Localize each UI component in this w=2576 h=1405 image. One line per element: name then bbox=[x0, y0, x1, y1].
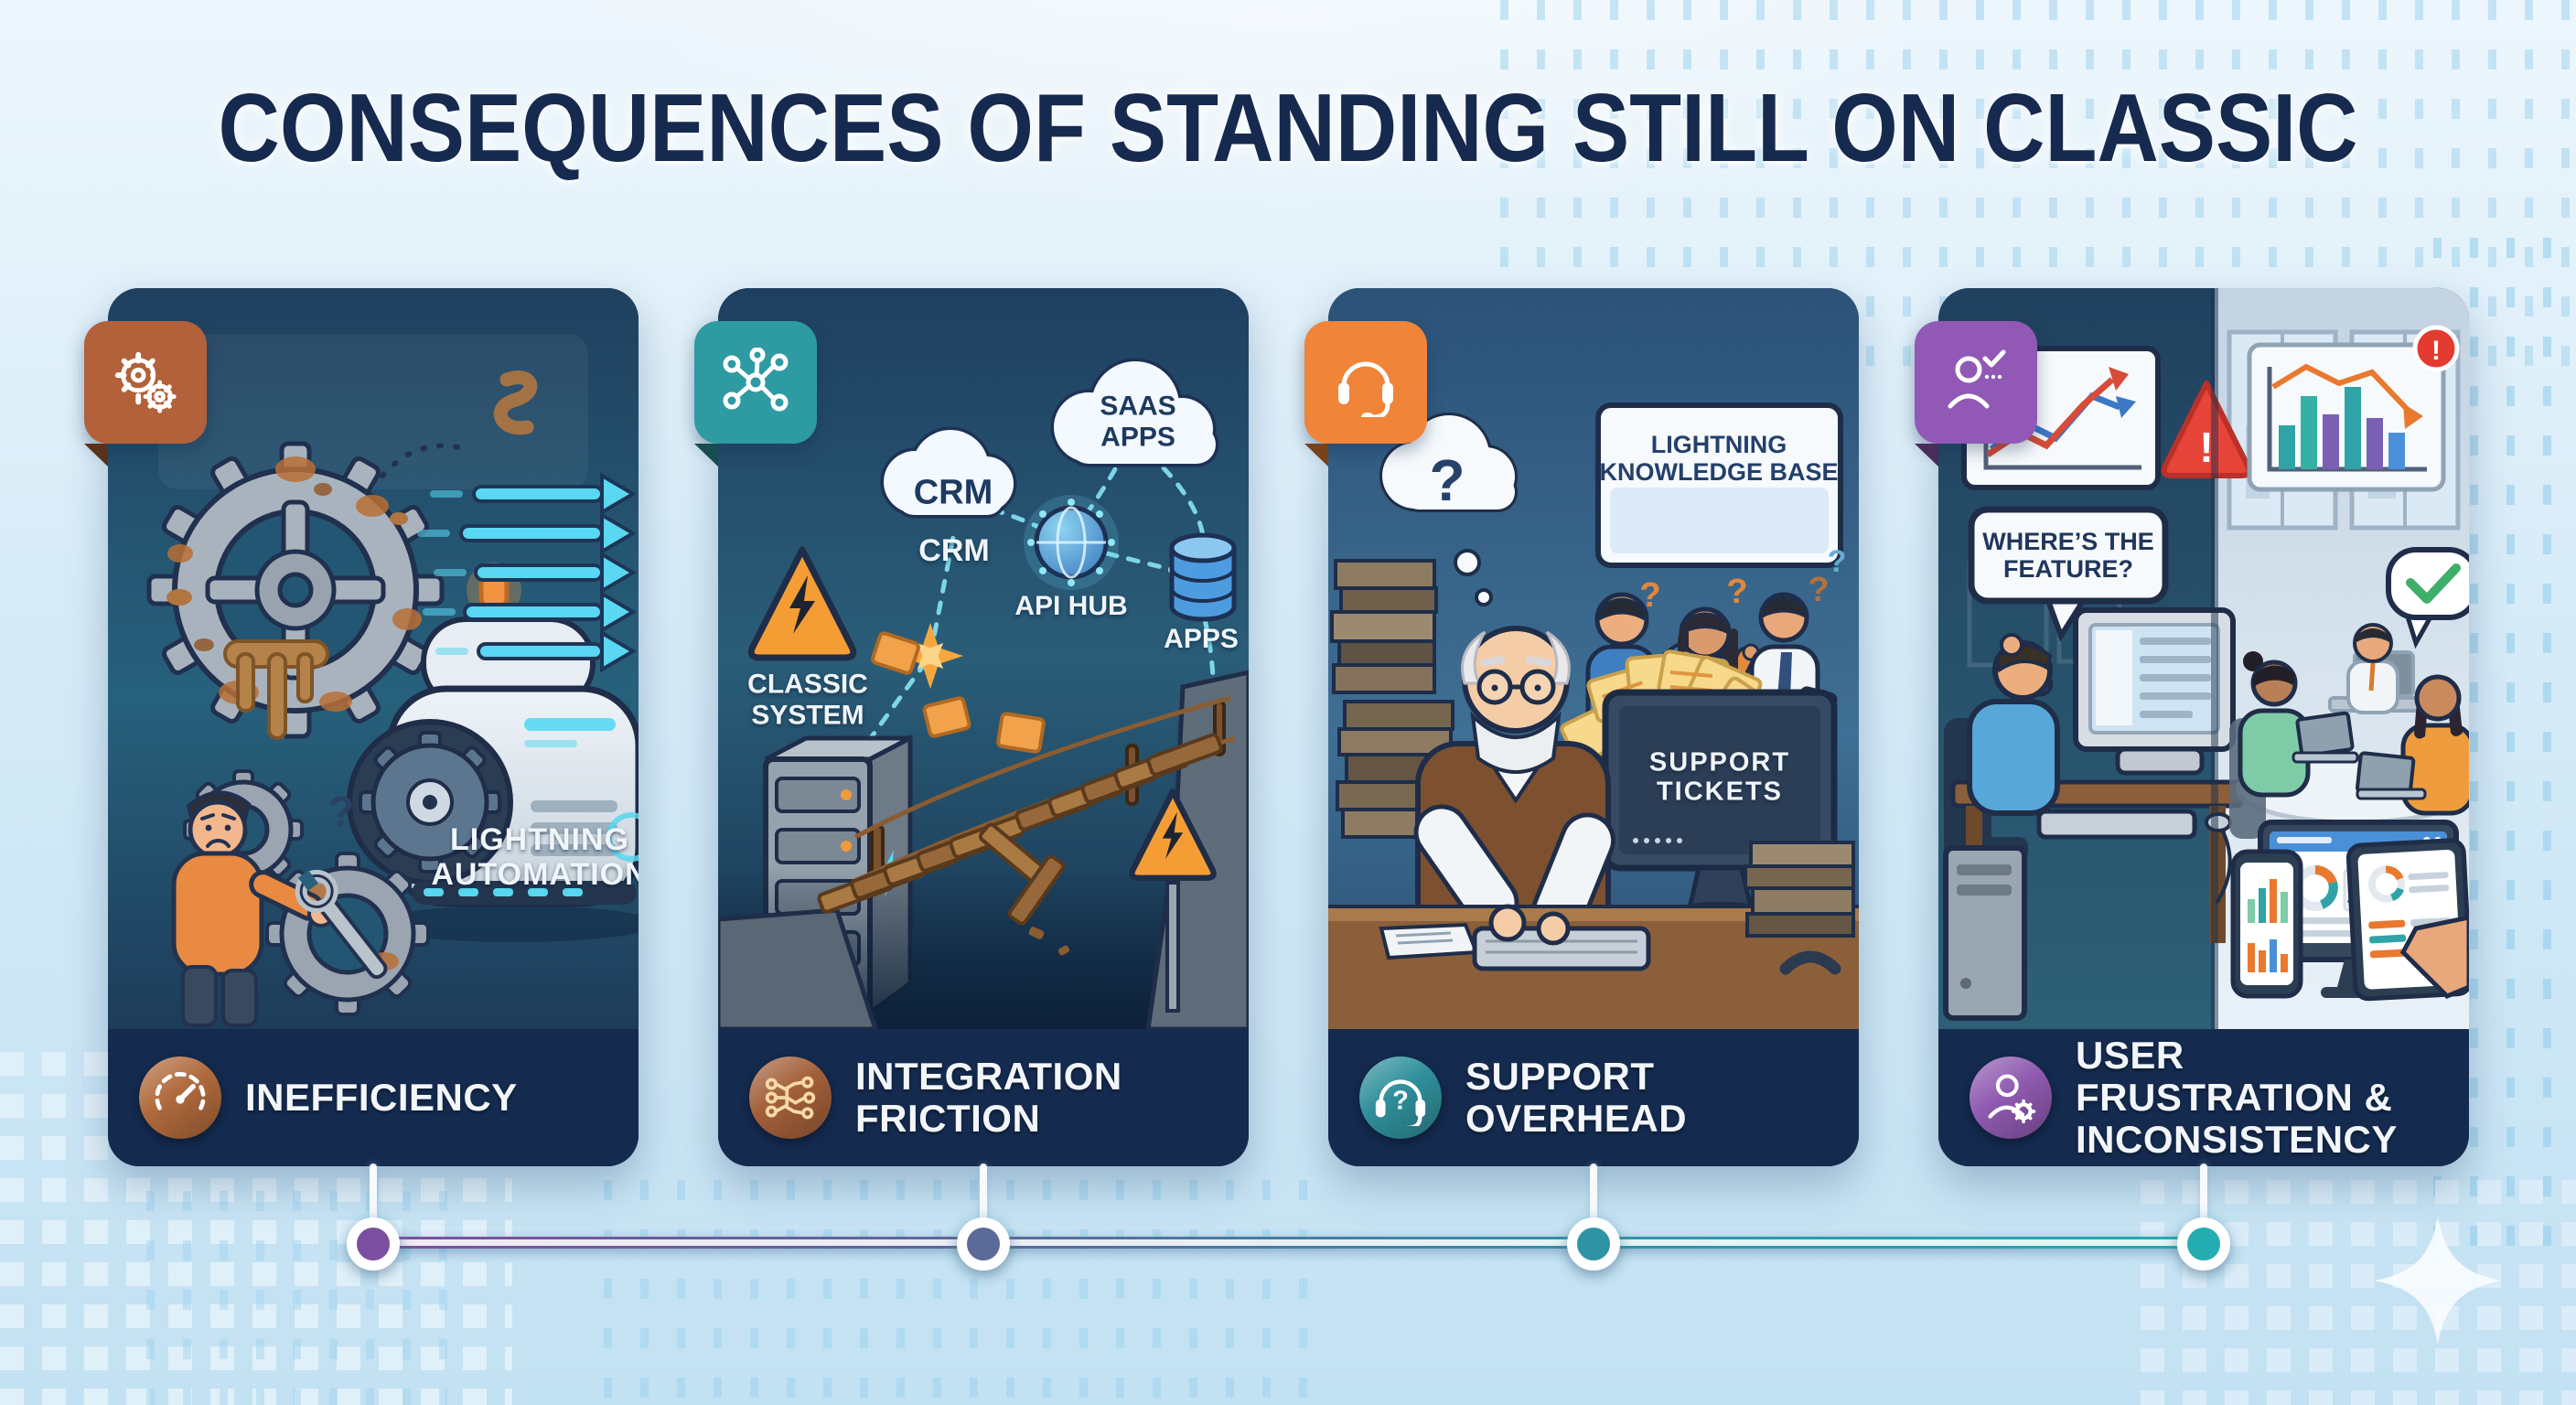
card-user-frustration: ! ! bbox=[1915, 288, 2469, 1166]
panel-label: SUPPORT OVERHEAD bbox=[1465, 1054, 1688, 1140]
saas-apps-label: SAAS APPS bbox=[1100, 391, 1176, 452]
headset-icon-badge bbox=[1304, 321, 1427, 467]
crm-caption: CRM bbox=[918, 532, 990, 568]
old-computer-tower bbox=[1943, 845, 2027, 1021]
elderly-support-agent bbox=[1413, 626, 1616, 957]
page-title: CONSEQUENCES OF STANDING STILL ON CLASSI… bbox=[218, 74, 2358, 182]
sparkle-icon bbox=[2374, 1217, 2502, 1345]
saas-cloud bbox=[1050, 358, 1219, 467]
network-icon bbox=[723, 348, 789, 412]
timeline-line bbox=[373, 1237, 2204, 1249]
timeline-connector bbox=[1590, 1164, 1597, 1248]
exclamation-mark: ! bbox=[2199, 424, 2213, 471]
crm-cloud-label: CRM bbox=[913, 473, 993, 512]
user-frustration-illustration: ! ! bbox=[1938, 288, 2469, 1029]
question-mark: ? bbox=[1639, 576, 1660, 615]
speedometer-icon bbox=[139, 1056, 221, 1139]
goo-drip bbox=[223, 639, 329, 740]
user-check-icon bbox=[1948, 349, 2006, 409]
support-tickets-screen-text: SUPPORT TICKETS bbox=[1648, 747, 1791, 807]
frustrated-user-desk bbox=[1944, 607, 2245, 943]
panel-label: INEFFICIENCY bbox=[245, 1075, 518, 1119]
panel-label: USER FRUSTRATION & INCONSISTENCY bbox=[2076, 1033, 2398, 1162]
happy-team bbox=[2229, 547, 2469, 839]
badge-fold bbox=[1304, 444, 1328, 467]
user-gear-icon bbox=[1970, 1056, 2052, 1139]
apps-database-icon bbox=[1169, 532, 1237, 622]
rusty-gear-large bbox=[146, 441, 445, 739]
question-mark: ? bbox=[1828, 544, 1847, 579]
exclamation-mark: ! bbox=[2431, 336, 2441, 366]
speed-arrows bbox=[417, 472, 637, 673]
card-inefficiency: ? LIGHTNING AUTOMATION INEFFICIENCY bbox=[84, 288, 639, 1166]
api-hub-globe bbox=[1024, 495, 1119, 590]
lightning-bar-chart bbox=[2247, 325, 2460, 492]
badge-fold bbox=[84, 444, 108, 467]
headset-icon bbox=[1338, 361, 1393, 417]
thought-bubble bbox=[1379, 413, 1518, 606]
speech-bubble-feature bbox=[1968, 506, 2169, 642]
question-mark: ? bbox=[1429, 447, 1465, 513]
api-hub-label: API HUB bbox=[1014, 591, 1128, 622]
card-footer: INTEGRATION FRICTION bbox=[718, 1029, 1249, 1166]
badge-fold bbox=[694, 444, 718, 467]
circuit-icon bbox=[749, 1056, 832, 1139]
question-mark: ? bbox=[1726, 573, 1747, 611]
frustrated-worker bbox=[171, 790, 388, 1027]
timeline-node-frustration bbox=[2177, 1217, 2230, 1271]
gears-icon-badge bbox=[84, 321, 207, 467]
timeline-node-support bbox=[1567, 1217, 1620, 1271]
panel-label: INTEGRATION FRICTION bbox=[855, 1054, 1122, 1140]
gears-icon bbox=[114, 351, 177, 413]
apps-label: APPS bbox=[1164, 624, 1239, 655]
network-icon-badge bbox=[694, 321, 817, 467]
support-tickets-monitor bbox=[1602, 689, 1838, 929]
book-stack-right bbox=[1744, 841, 1855, 938]
question-mark: ? bbox=[328, 788, 354, 835]
warning-triangle-sign bbox=[1129, 788, 1217, 1013]
user-check-icon-badge bbox=[1915, 321, 2037, 467]
timeline-connector bbox=[2200, 1164, 2207, 1248]
background-dashes-bottom-center bbox=[604, 1180, 1317, 1405]
card-support-overhead: ? bbox=[1304, 288, 1859, 1166]
card-footer: USER FRUSTRATION & INCONSISTENCY bbox=[1938, 1029, 2469, 1166]
warning-triangle-classic bbox=[747, 546, 857, 661]
wheres-the-feature-text: WHERE’S THE FEATURE? bbox=[1982, 527, 2154, 583]
card-footer: ? SUPPORT OVERHEAD bbox=[1328, 1029, 1859, 1166]
knowledge-base-board-text: LIGHTNING KNOWLEDGE BASE bbox=[1599, 430, 1839, 486]
machine-lightning-automation bbox=[347, 563, 639, 942]
classic-system-label: CLASSIC SYSTEM bbox=[747, 669, 868, 730]
dashboard-devices bbox=[2230, 820, 2469, 1002]
timeline-connector bbox=[370, 1164, 377, 1248]
headset-question-icon: ? bbox=[1359, 1056, 1442, 1139]
phone-handset-icon bbox=[1779, 950, 1841, 975]
timeline-connector bbox=[980, 1164, 987, 1248]
timeline-node-inefficiency bbox=[347, 1217, 400, 1271]
inefficiency-illustration: ? LIGHTNING AUTOMATION bbox=[108, 288, 639, 1029]
timeline-node-integration bbox=[957, 1217, 1010, 1271]
crm-cloud bbox=[880, 426, 1017, 519]
question-mark: ? bbox=[1392, 1087, 1409, 1116]
badge-fold bbox=[1915, 444, 1938, 467]
machine-caption: LIGHTNING AUTOMATION bbox=[431, 821, 639, 892]
broken-bridge bbox=[817, 695, 1236, 956]
wrench-icon bbox=[295, 869, 388, 980]
card-integration-friction: CRM CRM SAAS APPS API HUB APPS CLASSIC S… bbox=[694, 288, 1249, 1166]
falling-tickets bbox=[871, 631, 1046, 754]
support-overhead-illustration: ? bbox=[1328, 288, 1859, 1029]
question-mark: ? bbox=[1808, 571, 1829, 609]
knowledge-base-board bbox=[1595, 402, 1843, 568]
card-footer: INEFFICIENCY bbox=[108, 1029, 639, 1166]
